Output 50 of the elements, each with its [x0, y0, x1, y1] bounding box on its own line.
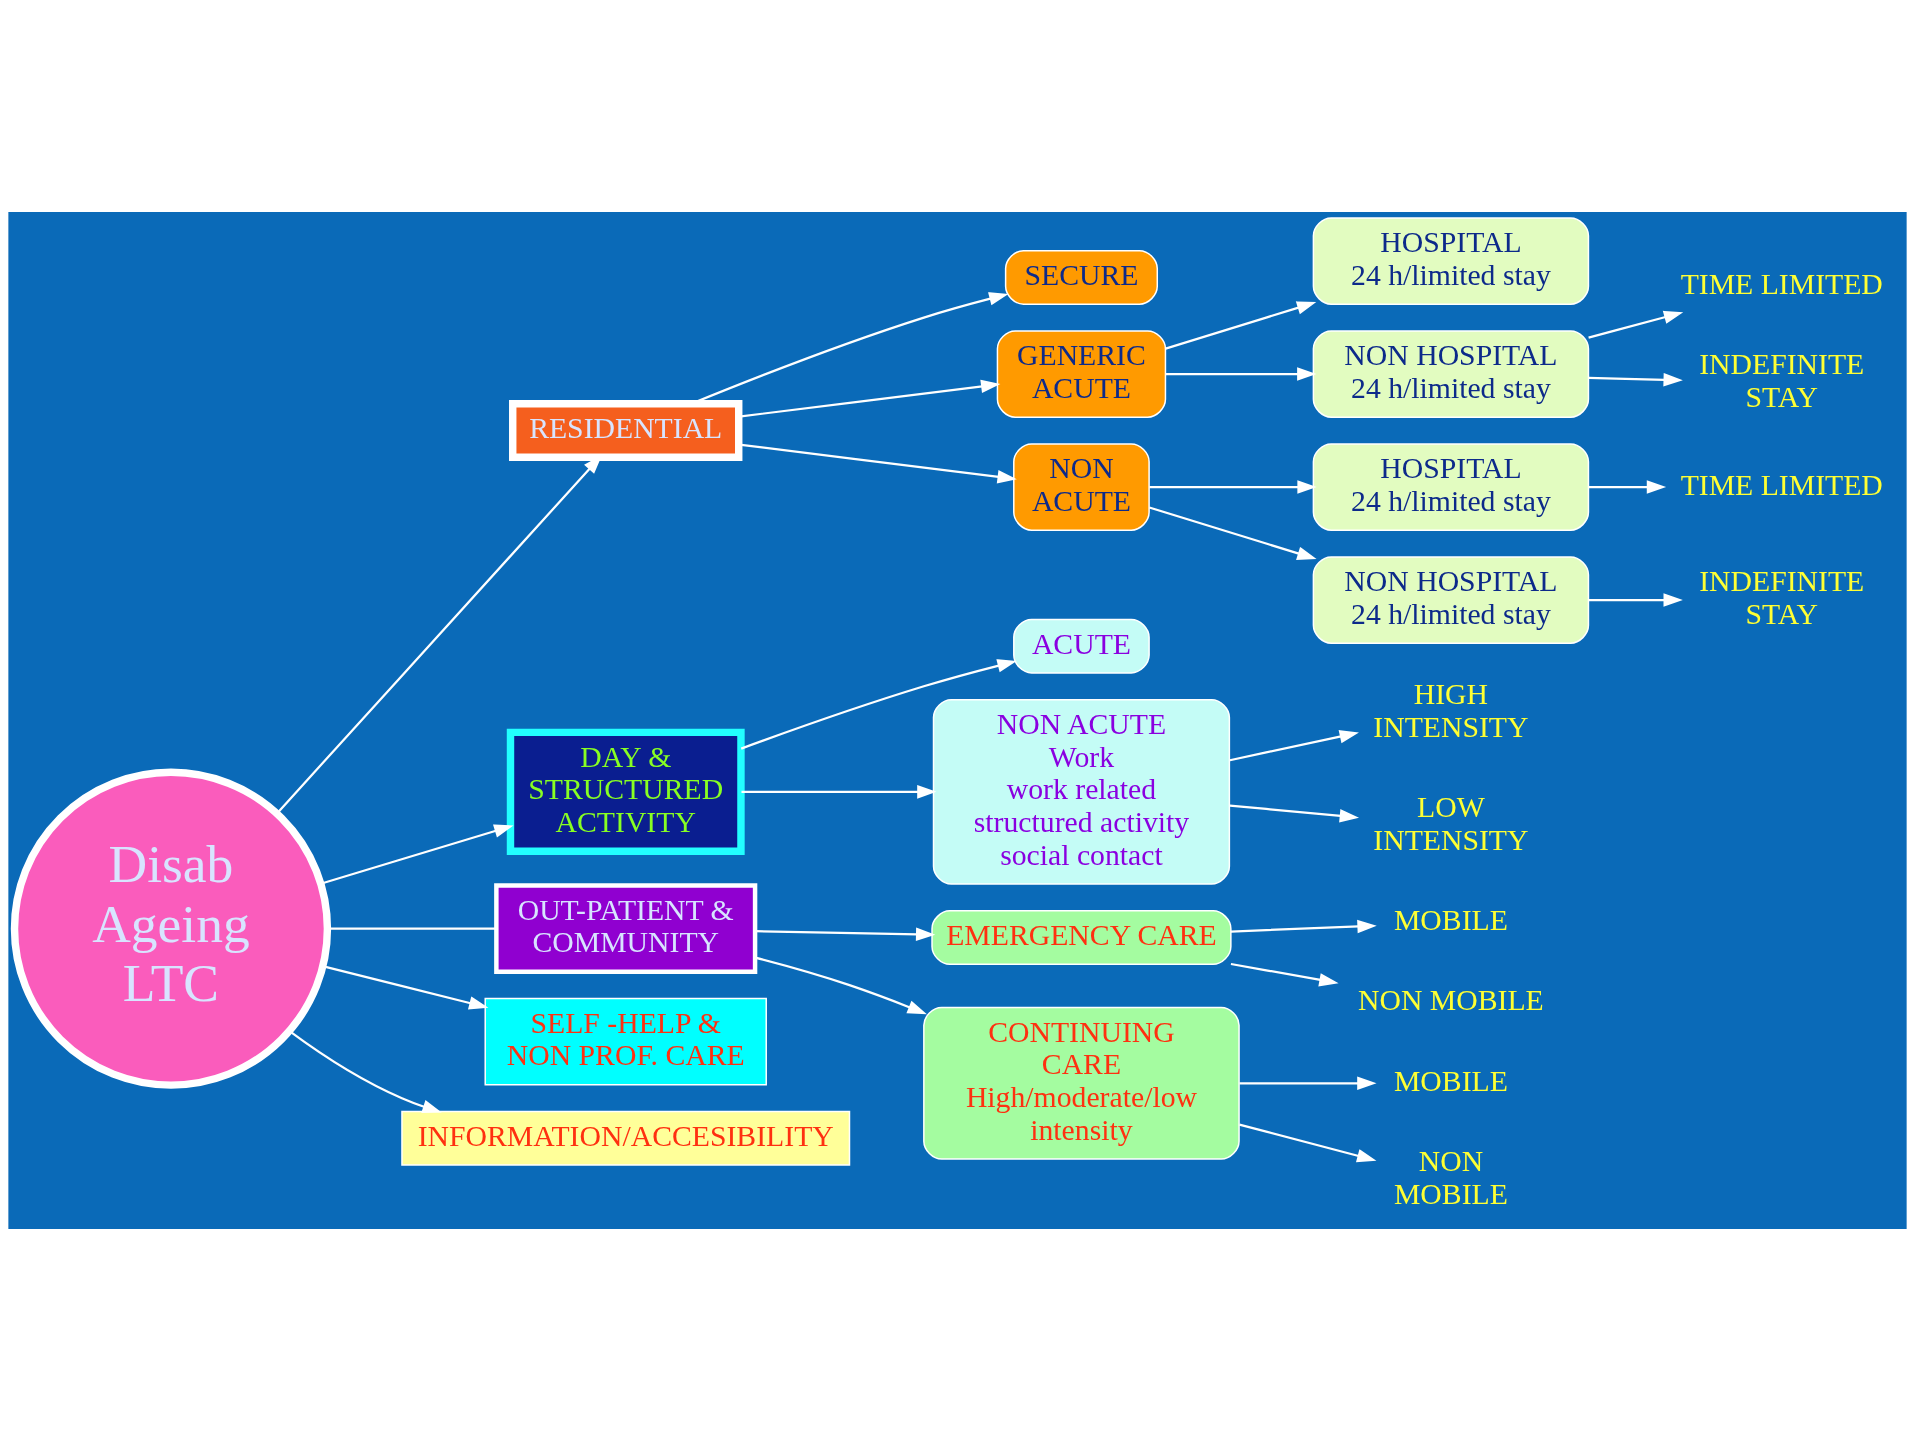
arrow — [740, 658, 1017, 750]
arrow — [1588, 479, 1667, 494]
node-box: NON ACUTE — [1013, 442, 1150, 531]
arrow — [1588, 592, 1683, 607]
arrow — [1239, 1076, 1377, 1090]
arrow — [1229, 729, 1359, 761]
arrow — [1230, 919, 1377, 933]
node-box: CONTINUING CARE High/moderate/low intensity — [923, 1006, 1240, 1160]
node-box: DAY & STRUCTURED ACTIVITY — [506, 728, 745, 855]
arrow — [321, 824, 514, 885]
arrow — [1588, 372, 1683, 387]
arrow — [754, 956, 927, 1014]
arrow — [1149, 479, 1317, 494]
node-box: EMERGENCY CARE — [931, 909, 1232, 965]
arrow — [739, 379, 1001, 418]
node-box: NON ACUTE Work work related structured activity social contact — [932, 698, 1231, 885]
arrow — [1148, 505, 1317, 560]
node-box: ACUTE — [1013, 618, 1150, 674]
arrow — [1239, 1122, 1377, 1162]
arrow — [289, 1029, 442, 1113]
node-circle: Disab Ageing LTC — [10, 768, 332, 1089]
node-text: LOW INTENSITY — [1373, 790, 1529, 856]
node-box: SECURE — [1004, 249, 1158, 305]
node-box: INFORMATION/ACCESIBILITY — [401, 1110, 851, 1166]
arrow — [739, 442, 1017, 483]
node-box: GENERIC ACUTE — [996, 329, 1167, 418]
node-text: NON MOBILE — [1358, 983, 1544, 1016]
node-text: INDEFINITE STAY — [1699, 347, 1865, 413]
node-box: HOSPITAL 24 h/limited stay — [1312, 216, 1590, 305]
node-box: NON HOSPITAL 24 h/limited stay — [1312, 329, 1590, 418]
node-box: NON HOSPITAL 24 h/limited stay — [1312, 555, 1590, 644]
node-text: NON MOBILE — [1393, 1144, 1508, 1210]
node-text: TIME LIMITED — [1680, 468, 1883, 500]
node-box: SELF -HELP & NON PROF. CARE — [484, 997, 767, 1086]
arrow — [323, 964, 489, 1010]
arrow — [1229, 803, 1360, 823]
node-text: TIME LIMITED — [1680, 267, 1883, 300]
node-text: HIGH INTENSITY — [1373, 677, 1529, 743]
node-text: MOBILE — [1393, 903, 1508, 936]
arrow — [1165, 300, 1317, 350]
arrow — [1230, 962, 1339, 986]
node-box: OUT-PATIENT & COMMUNITY — [494, 882, 758, 974]
arrow — [1588, 310, 1684, 339]
arrow — [1165, 366, 1317, 381]
node-text: MOBILE — [1393, 1064, 1508, 1097]
node-text: INDEFINITE STAY — [1699, 564, 1865, 630]
arrow — [755, 927, 936, 941]
node-box: HOSPITAL 24 h/limited stay — [1312, 442, 1590, 531]
node-box: RESIDENTIAL — [509, 399, 743, 461]
arrow — [741, 784, 937, 799]
